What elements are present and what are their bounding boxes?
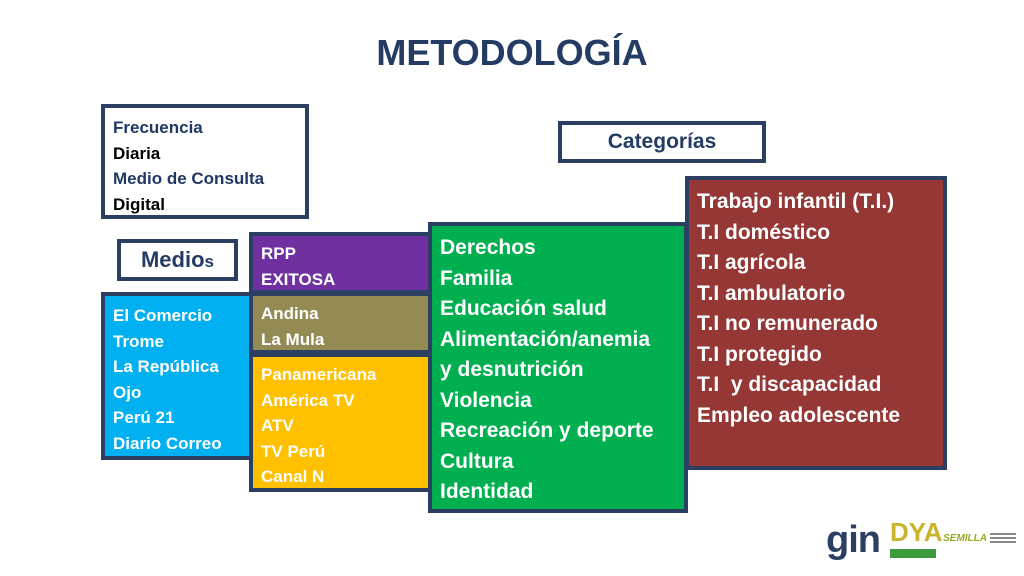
digital-media-item: Andina xyxy=(261,304,319,323)
tv-media-item: América TV xyxy=(261,390,355,410)
page-title: METODOLOGÍA xyxy=(376,32,648,73)
category-item: Recreación y deporte xyxy=(440,419,654,442)
categorias-label: Categorías xyxy=(558,121,766,163)
category-item: Derechos xyxy=(440,236,536,259)
category-item: Violencia xyxy=(440,388,532,412)
tv-media-item: ATV xyxy=(261,416,294,435)
info-frequency-label: Frecuencia xyxy=(113,118,203,137)
print-media-item: La República xyxy=(113,357,219,376)
category-item: Alimentación/anemia xyxy=(440,327,651,351)
medios-label-main: Medio xyxy=(140,247,205,272)
print-media-item: Diario Correo xyxy=(113,433,222,453)
category-item: T.I y discapacidad xyxy=(697,373,882,396)
category-item: Cultura xyxy=(440,449,514,473)
rights-categories-box: Derechos Familia Educación salud Aliment… xyxy=(428,222,688,513)
category-item: y desnutrición xyxy=(440,358,584,381)
category-item: T.I no remunerado xyxy=(697,312,878,335)
gin-logo-text: gin xyxy=(826,519,881,561)
category-item: Familia xyxy=(440,266,513,290)
digital-media-box: Andina La Mula xyxy=(249,292,433,354)
category-item: Trabajo infantil (T.I.) xyxy=(697,190,895,213)
medios-label-suffix: s xyxy=(204,252,215,271)
print-media-item: Ojo xyxy=(113,382,142,402)
category-item: T.I protegido xyxy=(697,342,822,366)
category-item: T.I doméstico xyxy=(697,220,831,244)
semilla-logo: SEMILLA xyxy=(943,516,1016,560)
tv-media-item: Panamericana xyxy=(261,365,377,384)
semilla-logo-text: SEMILLA xyxy=(943,532,987,544)
logos-area: gin DYA SEMILLA xyxy=(826,514,1016,560)
tv-media-item: Canal N xyxy=(261,467,325,486)
dya-logo-bar xyxy=(889,549,936,558)
dya-logo: DYA xyxy=(889,516,943,560)
child-labor-categories-box: Trabajo infantil (T.I.) T.I doméstico T.… xyxy=(685,176,947,470)
tv-media-item: TV Perú xyxy=(261,441,326,461)
radio-media-item: EXITOSA xyxy=(261,269,336,289)
gin-logo: gin xyxy=(826,519,881,561)
tv-media-box: Panamericana América TV ATV TV Perú Cana… xyxy=(249,353,433,492)
dya-logo-text: DYA xyxy=(889,517,943,547)
print-media-item: Trome xyxy=(113,331,165,351)
radio-media-box: RPP EXITOSA xyxy=(249,232,433,294)
category-item: T.I ambulatorio xyxy=(697,281,846,305)
medios-label: Medios xyxy=(117,239,238,281)
category-item: T.I agrícola xyxy=(697,251,806,274)
info-source-label: Medio de Consulta xyxy=(113,169,265,188)
radio-media-item: RPP xyxy=(261,244,296,263)
info-frequency-value: Diaria xyxy=(113,143,161,163)
info-box: Frecuencia Diaria Medio de Consulta Digi… xyxy=(101,104,309,219)
print-media-item: Perú 21 xyxy=(113,408,175,427)
semilla-logo-lines xyxy=(990,533,1016,543)
category-item: Educación salud xyxy=(440,297,607,320)
print-media-item: El Comercio xyxy=(113,306,213,325)
digital-media-item: La Mula xyxy=(261,329,325,349)
category-item: Empleo adolescente xyxy=(697,403,901,427)
print-media-box: El Comercio Trome La República Ojo Perú … xyxy=(101,292,259,460)
category-item: Identidad xyxy=(440,480,534,503)
info-source-value: Digital xyxy=(113,194,165,214)
